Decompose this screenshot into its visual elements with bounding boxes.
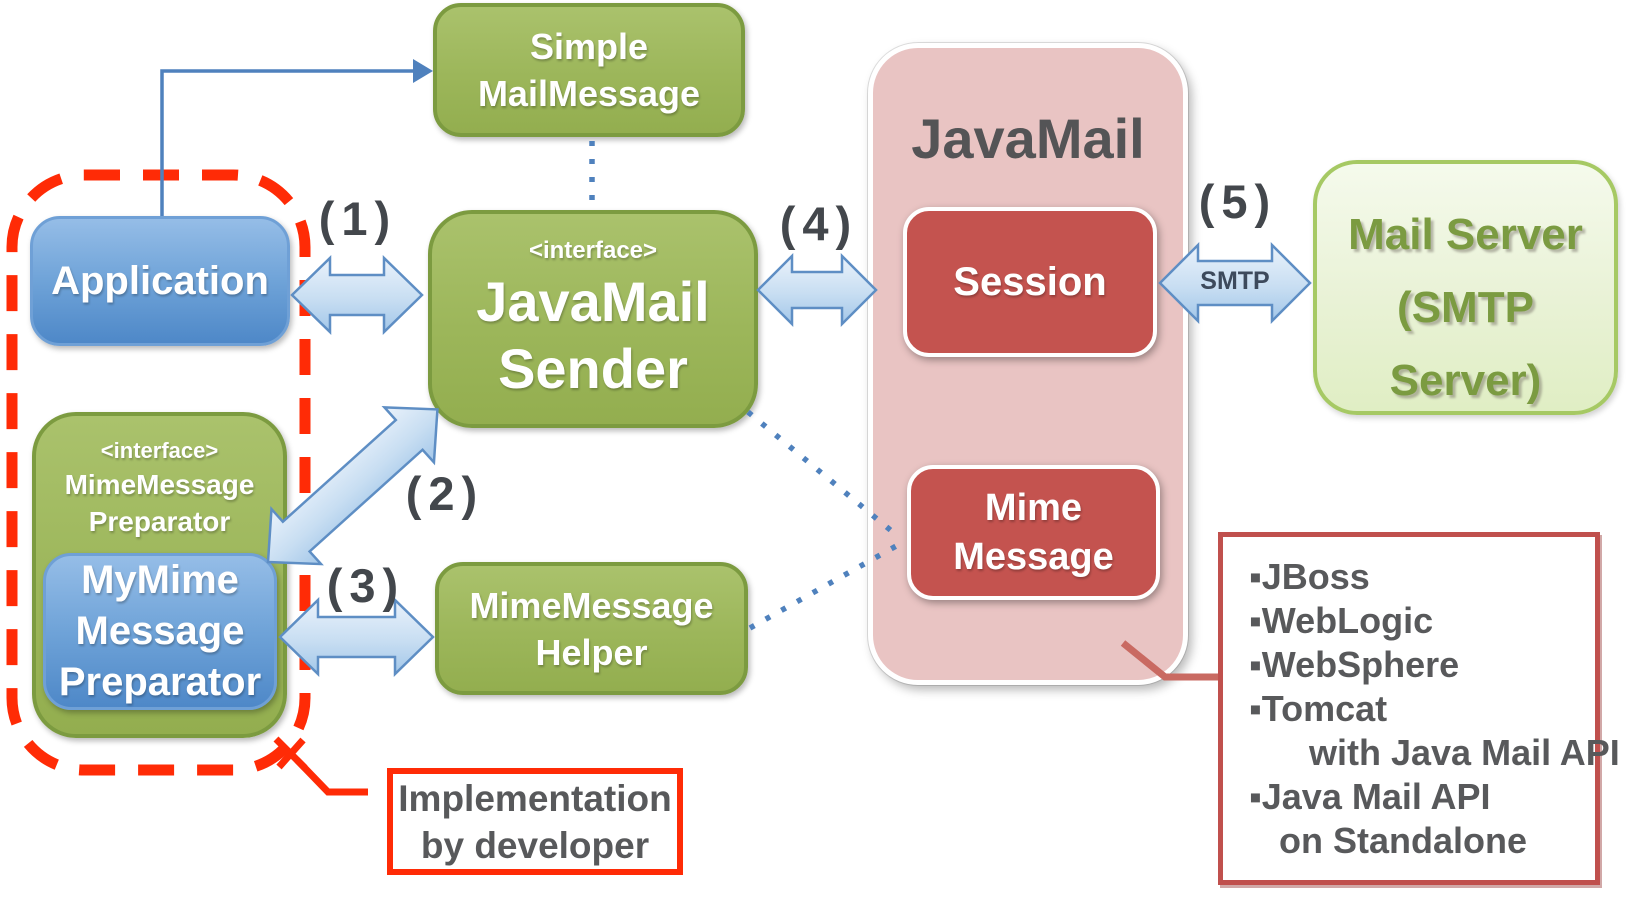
implementation-note-line2: by developer xyxy=(420,824,650,866)
developer-scope-x-mark-icon xyxy=(273,736,308,771)
step4-double-arrow xyxy=(756,252,878,328)
mime-message-box: Mime Message xyxy=(907,465,1160,600)
infra-item-jboss: ▪JBoss xyxy=(1249,556,1370,597)
smtp-label: SMTP xyxy=(1200,267,1270,295)
mime-message-line2: Message xyxy=(953,535,1114,578)
implementation-note: Implementation by developer xyxy=(387,768,683,875)
my-mime-line3: Preparator xyxy=(58,660,262,704)
javamail-sender-line1: JavaMail xyxy=(476,270,710,333)
step-4-label: (4) xyxy=(779,197,859,250)
scope-to-implementation-callout-line xyxy=(294,757,368,796)
step1-double-arrow xyxy=(290,255,424,335)
my-mime-line1: MyMime xyxy=(81,558,239,602)
infra-item-websphere: ▪WebSphere xyxy=(1249,644,1460,685)
mime-message-helper-box: MimeMessage Helper xyxy=(435,562,748,695)
my-mime-line2: Message xyxy=(75,609,245,653)
mime-message-preparator-line2: Preparator xyxy=(88,506,231,537)
application-label: Application xyxy=(51,258,269,303)
javamail-container-title: JavaMail xyxy=(911,107,1145,170)
mail-server-line2: (SMTP Server) xyxy=(1389,283,1542,405)
step-1-label: (1) xyxy=(318,192,398,245)
my-mime-message-preparator-box: MyMime Message Preparator xyxy=(43,553,277,710)
mime-message-preparator-line1: MimeMessage xyxy=(64,469,255,500)
javamail-sender-stereotype: <interface> xyxy=(528,237,658,264)
mime-message-helper-line1: MimeMessage xyxy=(469,584,714,626)
simple-mailmessage-box: Simple MailMessage xyxy=(433,3,745,137)
infra-item-weblogic: ▪WebLogic xyxy=(1249,600,1434,641)
infra-item-with-javamail-api: with Java Mail API xyxy=(1249,732,1620,773)
javamail-sender-line2: Sender xyxy=(498,337,688,400)
application-to-simplemailmessage-arrowhead-icon xyxy=(413,59,433,83)
simple-mailmessage-line1: Simple xyxy=(529,26,649,67)
mail-server-box: Mail Server (SMTP Server) xyxy=(1313,160,1618,415)
mime-message-line1: Mime xyxy=(984,486,1083,529)
mime-message-preparator-stereotype: <interface> xyxy=(100,438,219,463)
application-box: Application xyxy=(30,216,290,346)
step-3-label: (3) xyxy=(326,559,406,612)
simple-mailmessage-line2: MailMessage xyxy=(477,73,701,114)
mail-server-line1: Mail Server xyxy=(1348,210,1583,259)
mime-message-helper-line2: Helper xyxy=(535,631,648,673)
infra-item-tomcat: ▪Tomcat xyxy=(1249,688,1388,729)
implementation-note-line1: Implementation xyxy=(398,777,672,819)
session-box: Session xyxy=(903,207,1157,357)
infra-item-on-standalone: on Standalone xyxy=(1249,820,1528,861)
step-5-label: (5) xyxy=(1198,175,1278,228)
javamail-sender-box: <interface> JavaMail Sender xyxy=(428,210,758,428)
step-2-label: (2) xyxy=(405,467,485,520)
session-label: Session xyxy=(953,259,1107,304)
infrastructure-note: ▪JBoss ▪WebLogic ▪WebSphere ▪Tomcat with… xyxy=(1218,532,1620,885)
infra-item-javamail-api: ▪Java Mail API xyxy=(1249,776,1491,817)
